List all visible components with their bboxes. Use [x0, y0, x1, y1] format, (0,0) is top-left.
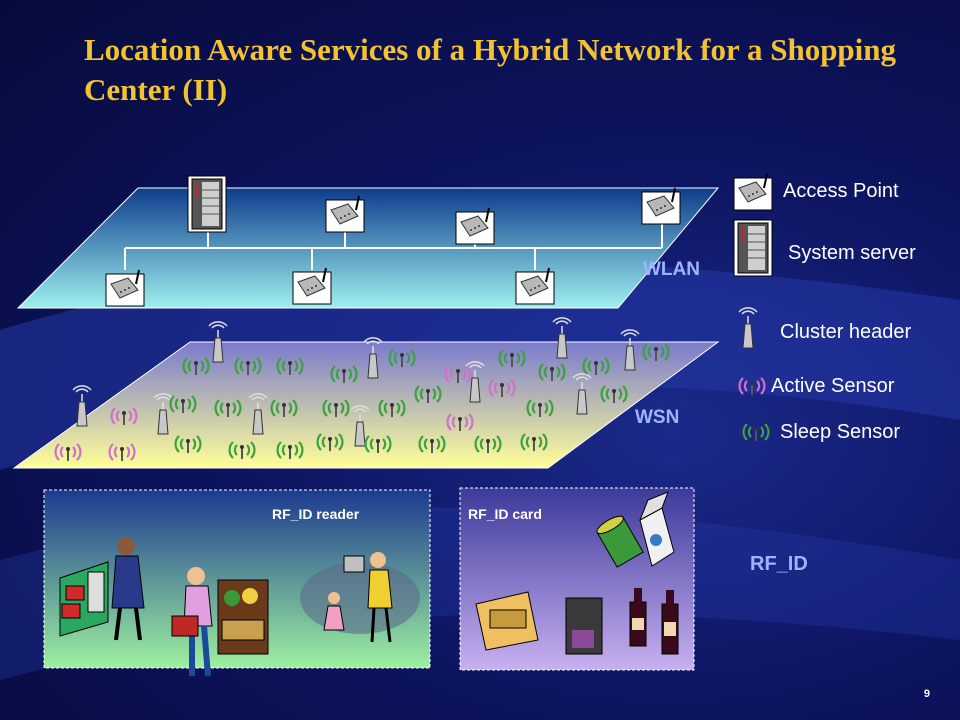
legend-cluster-header-icon — [738, 307, 758, 349]
wlan-layer-label: WLAN — [643, 259, 700, 280]
legend-active-sensor-label: Active Sensor — [771, 375, 895, 397]
product-items — [475, 491, 679, 655]
legend-access-point-icon — [733, 173, 773, 211]
wsn-plane — [12, 341, 720, 469]
legend-cluster-header-label: Cluster header — [780, 321, 912, 343]
wlan-system-server — [187, 175, 227, 233]
page-number: 9 — [923, 688, 930, 700]
slide-title: Location Aware Services of a Hybrid Netw… — [84, 32, 897, 107]
wlan-access-point — [455, 207, 495, 245]
legend-sleep-sensor-icon — [742, 422, 770, 443]
wlan-access-point — [325, 195, 365, 233]
legend-active-sensor-icon — [738, 376, 766, 397]
rfid-layer-label: RF_ID — [750, 553, 808, 575]
shopping-scene — [59, 537, 420, 677]
legend-access-point-label: Access Point — [783, 180, 899, 202]
rfid-reader-caption: RF_ID reader — [272, 506, 360, 522]
wlan-access-point — [292, 267, 332, 305]
wsn-layer-label: WSN — [635, 407, 680, 428]
legend-system-server-icon — [733, 219, 773, 277]
legend-system-server-label: System server — [788, 242, 916, 264]
rfid-card-caption: RF_ID card — [468, 506, 542, 522]
wlan-access-point — [641, 187, 681, 225]
wlan-access-point — [515, 267, 555, 305]
legend-sleep-sensor-label: Sleep Sensor — [780, 421, 901, 443]
wlan-access-point — [105, 269, 145, 307]
